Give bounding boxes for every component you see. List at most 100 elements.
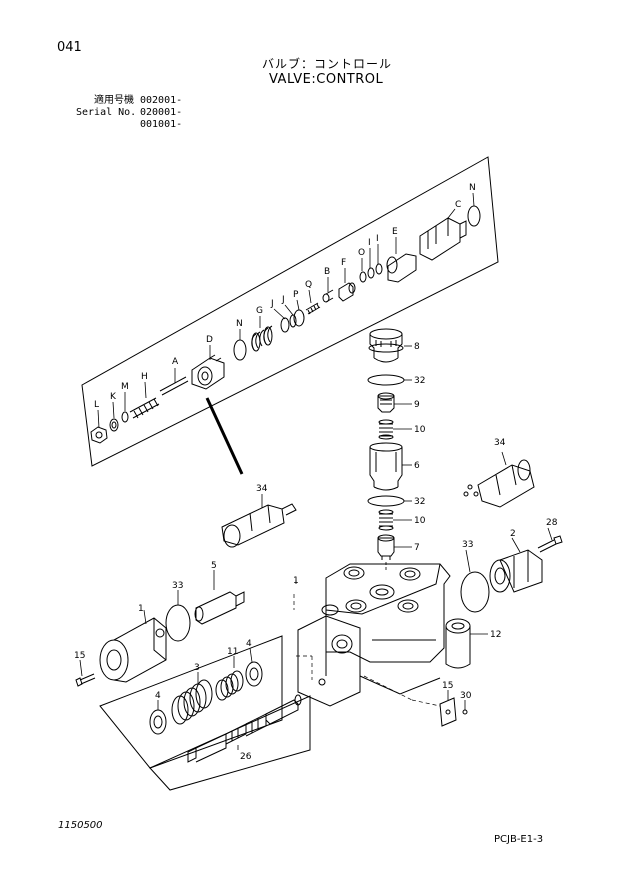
solenoid-part-34-left [221, 494, 297, 548]
callout-1: 1 [138, 604, 144, 614]
callout-n: N [236, 319, 243, 329]
ring-part-o [359, 271, 367, 283]
callout-i: I [376, 234, 379, 244]
callout-m: M [121, 382, 129, 392]
pin-part-a [159, 376, 189, 396]
callout-30: 30 [460, 691, 472, 701]
plate-part-15-right [439, 697, 457, 727]
serial-value: 002001- [140, 95, 183, 106]
callout-g: G [256, 306, 263, 316]
callout-10: 10 [414, 516, 426, 526]
callout-28: 28 [546, 518, 558, 528]
body-part-e [386, 253, 417, 283]
subassembly-parts [90, 205, 481, 444]
callout-j: J [270, 299, 274, 309]
serial-label: 適用号機 [94, 95, 134, 106]
callout-32: 32 [414, 376, 425, 386]
callout-leaders [97, 192, 475, 429]
poppet-part-9 [377, 392, 395, 413]
serial-row: 適用号機 002001- [76, 95, 194, 107]
title-english: VALVE:CONTROL [269, 72, 384, 87]
callout-6: 6 [414, 461, 420, 471]
serial-row: Serial No.020001- [76, 107, 194, 119]
callout-34: 34 [494, 438, 506, 448]
callout-j: J [281, 295, 285, 305]
callout-l: L [94, 400, 99, 410]
callout-a: A [172, 357, 179, 367]
callout-26: 26 [240, 752, 252, 762]
callout-4: 4 [246, 639, 252, 649]
nut-part-l [90, 426, 108, 444]
callout-c: C [455, 200, 461, 210]
callout-e: E [392, 227, 398, 237]
washer-part-k [109, 418, 119, 432]
spool-group-frame [99, 635, 283, 769]
spring-part-g [251, 325, 273, 352]
serial-value: 001001- [140, 119, 183, 130]
solenoid-block-part-1 [99, 617, 167, 683]
spring-part-q [305, 302, 321, 315]
callout-n: N [469, 183, 476, 193]
callout-d: D [206, 335, 213, 345]
callout-4: 4 [155, 691, 161, 701]
callout-15: 15 [442, 681, 453, 691]
spool-part-26 [187, 694, 302, 763]
bolt-part-28 [537, 535, 563, 553]
screw-part-h [129, 397, 160, 419]
spring-part-3 [171, 679, 213, 725]
serial-label: Serial No. [76, 107, 137, 118]
callout-15: 15 [74, 651, 85, 661]
callout-small-1: 1 [293, 576, 299, 586]
o-ring-part-n [233, 339, 247, 361]
callout-h: H [141, 372, 148, 382]
callout-10: 10 [414, 425, 426, 435]
callout-11: 11 [227, 647, 238, 657]
callout-12: 12 [490, 630, 501, 640]
solenoid-part-34-right [463, 451, 535, 508]
washer-part-4-right [245, 661, 263, 687]
serial-value: 020001- [140, 107, 183, 118]
callout-32: 32 [414, 497, 425, 507]
fitting-part-c [419, 217, 467, 261]
callout-7: 7 [414, 543, 420, 553]
ring-part-i [367, 263, 383, 279]
o-ring-part-32 [367, 374, 405, 386]
callout-o: O [358, 248, 365, 258]
sleeve-part-f [338, 282, 356, 302]
callout-8: 8 [414, 342, 420, 352]
callout-p: P [293, 290, 299, 300]
callout-k: K [110, 392, 117, 402]
center-stack [367, 328, 412, 572]
callout-33: 33 [172, 581, 183, 591]
callout-3: 3 [194, 663, 200, 673]
body-part-6 [369, 442, 403, 491]
o-ring-part-32-lower [367, 495, 405, 507]
valve-body [297, 563, 451, 707]
callout-5: 5 [211, 561, 217, 571]
o-ring-part-33-right [460, 571, 490, 613]
callout-b: B [324, 267, 330, 277]
subassembly-frame [81, 156, 499, 467]
bolt-part-15-left [75, 673, 96, 687]
title-japanese: バルブ：コントロール [262, 57, 393, 71]
washer-part-4-left [149, 709, 167, 735]
callout-2: 2 [510, 529, 516, 539]
callout-9: 9 [414, 400, 420, 410]
page-number: 041 [57, 40, 82, 55]
serial-number-block: 適用号機 002001- Serial No.020001- 001001- [76, 95, 194, 131]
dashed-center-lines [293, 594, 441, 707]
document-id: 1150500 [58, 820, 103, 831]
o-ring-part-n-right [467, 205, 481, 227]
spring-part-11 [215, 670, 244, 701]
o-ring-part-33-left [165, 604, 191, 642]
callout-34: 34 [256, 484, 268, 494]
spool-group-frame-right [149, 695, 311, 791]
sheet-id: PCJB-E1-3 [494, 834, 544, 845]
spring-part-10 [378, 419, 394, 440]
callout-labels: L K M H A D N G J J P Q B F O I I E C N … [74, 183, 558, 762]
ring-part-m [121, 411, 129, 423]
cap-part-2 [489, 549, 543, 593]
sleeve-part-12 [445, 618, 471, 669]
leader-line [205, 397, 244, 475]
